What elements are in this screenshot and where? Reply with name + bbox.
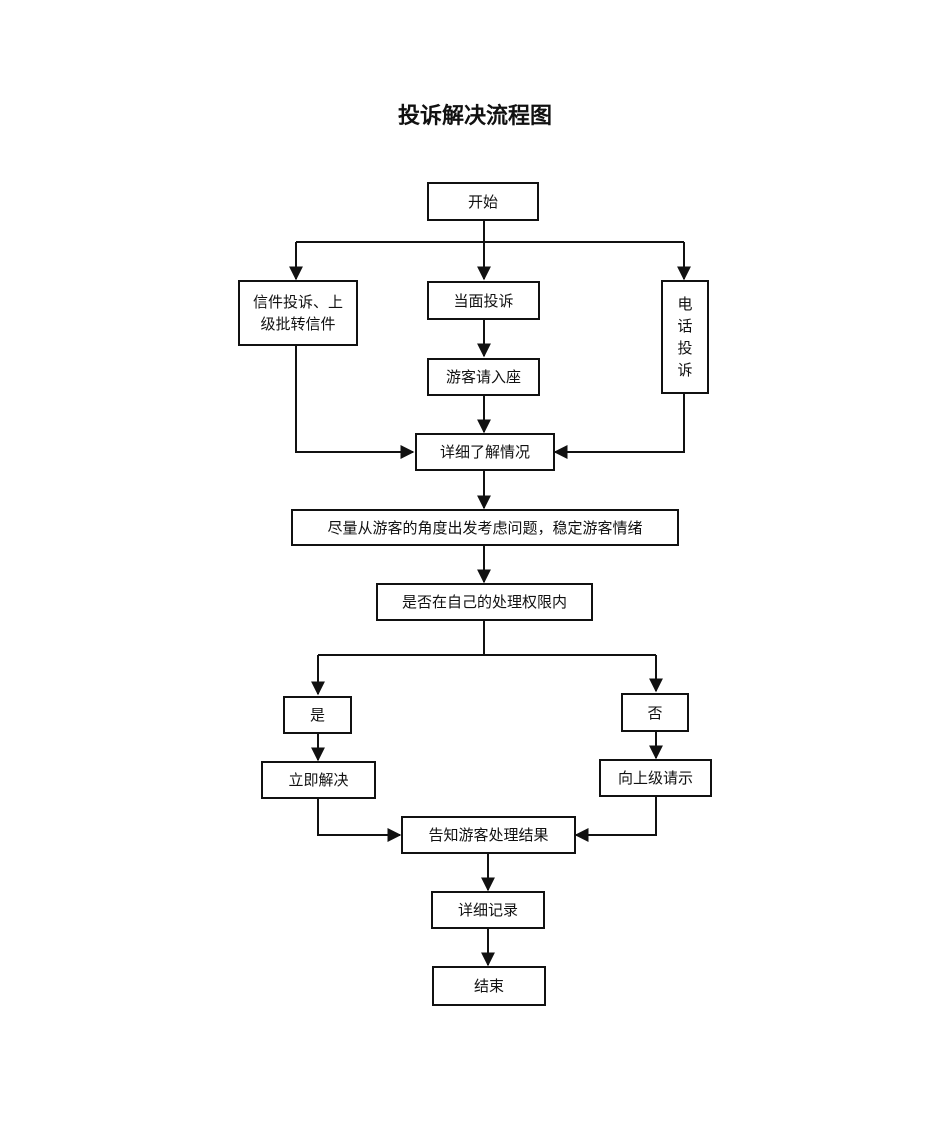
node-empathy: 尽量从游客的角度出发考虑问题，稳定游客情绪 <box>291 509 679 546</box>
node-record: 详细记录 <box>431 891 545 929</box>
node-authority-check: 是否在自己的处理权限内 <box>376 583 593 621</box>
node-escalate-label: 向上级请示 <box>617 769 693 787</box>
node-inform-result: 告知游客处理结果 <box>401 816 576 854</box>
connector-letter-understand <box>295 346 415 459</box>
node-letter-complaint-label: 信件投诉、上级批转信件 <box>252 293 343 333</box>
connector-phone-understand <box>553 394 685 459</box>
connector-resolve-inform <box>317 799 402 842</box>
page-title: 投诉解决流程图 <box>397 104 552 129</box>
node-face-complaint: 当面投诉 <box>427 281 540 320</box>
node-face-complaint-label: 当面投诉 <box>453 291 514 310</box>
node-no-label: 否 <box>647 703 663 722</box>
node-phone-complaint: 电话投诉 <box>661 280 709 394</box>
node-start-label: 开始 <box>467 192 498 211</box>
node-record-label: 详细记录 <box>457 901 518 919</box>
node-seat-visitor-label: 游客请入座 <box>445 368 521 386</box>
node-authority-check-label: 是否在自己的处理权限内 <box>401 593 567 611</box>
node-phone-complaint-label: 电话投诉 <box>677 295 693 379</box>
node-end-label: 结束 <box>473 977 504 995</box>
connector-escalate-inform <box>574 797 657 842</box>
node-seat-visitor: 游客请入座 <box>427 358 540 396</box>
node-yes: 是 <box>283 696 352 734</box>
node-escalate: 向上级请示 <box>599 759 712 797</box>
node-letter-complaint: 信件投诉、上级批转信件 <box>238 280 358 346</box>
node-no: 否 <box>621 693 689 732</box>
node-empathy-label: 尽量从游客的角度出发考虑问题，稳定游客情绪 <box>327 518 643 537</box>
node-resolve-label: 立即解决 <box>288 771 349 789</box>
node-resolve: 立即解决 <box>261 761 376 799</box>
node-end: 结束 <box>432 966 546 1006</box>
node-inform-result-label: 告知游客处理结果 <box>428 826 549 844</box>
node-start: 开始 <box>427 182 539 221</box>
node-understand-label: 详细了解情况 <box>439 443 530 461</box>
node-yes-label: 是 <box>309 706 325 724</box>
node-understand: 详细了解情况 <box>415 433 555 471</box>
